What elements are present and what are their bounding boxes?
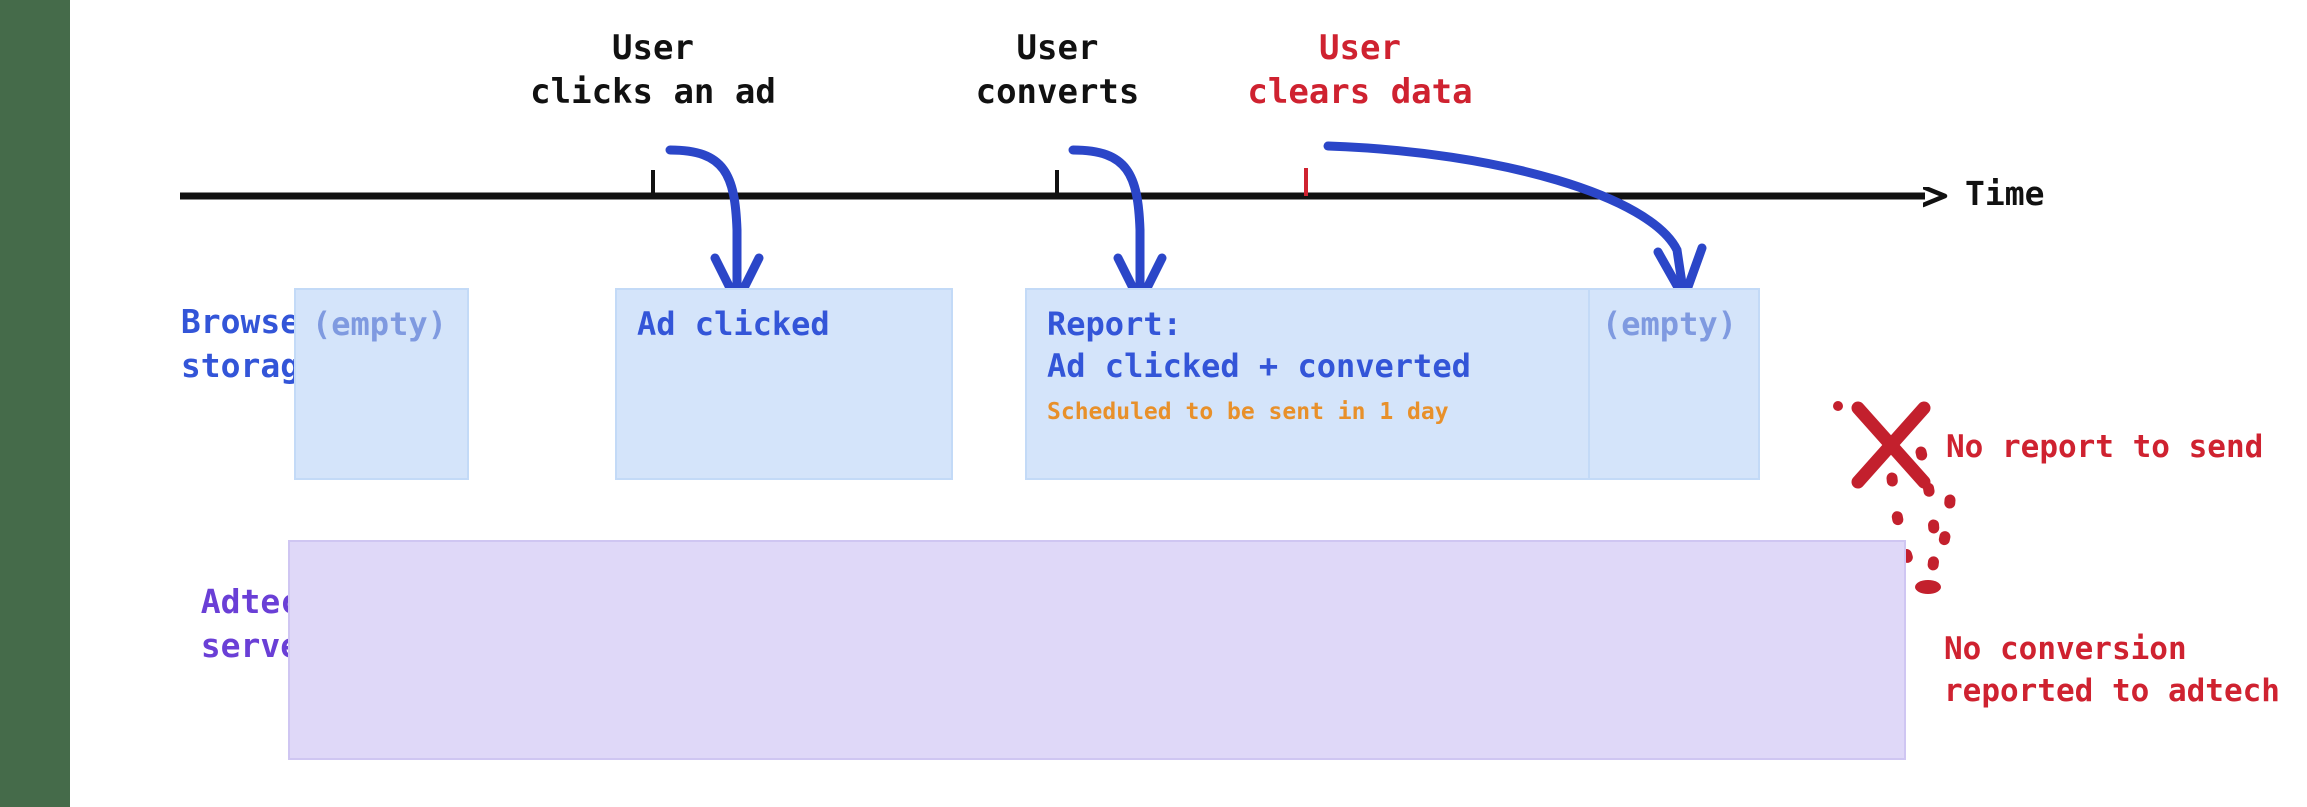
storage-box-report-schedule-note: Scheduled to be sent in 1 day [1047,399,1449,425]
row-label-browser-storage: Browser storage [180,302,320,385]
row-label-adtech-server: Adtech server [200,582,320,665]
arrow-convert-to-storage [1068,145,1145,290]
red-x-dot-left [1833,401,1843,411]
storage-box-report-detail: Ad clicked + converted [1047,347,1471,385]
page-left-margin-band [0,0,70,807]
adtech-server-box [288,540,1906,760]
storage-box-cleared-text: (empty) [1602,305,1737,343]
arrow-click-to-storage [665,145,742,290]
red-x-icon-stroke-2 [1851,401,1931,489]
storage-box-initial: (empty) [294,288,469,480]
event-label-user-converts: User converts [975,28,1140,113]
diagram-vector-layer [180,141,1956,594]
dotted-red-arrow-tip [1915,580,1941,594]
storage-box-report: Report: Ad clicked + converted Scheduled… [1025,288,1595,480]
storage-box-cleared: (empty) [1588,288,1760,480]
event-label-user-clicks-an-ad: User clicks an ad [530,28,776,113]
storage-box-ad-clicked-text: Ad clicked [637,305,830,343]
arrow-clear-to-storage [1323,141,1688,295]
storage-box-ad-clicked: Ad clicked [615,288,953,480]
storage-box-initial-text: (empty) [312,305,447,343]
dotted-red-arrow [1886,446,1956,584]
diagram-content: User clicks an ad User converts User cle… [70,0,2307,807]
event-label-user-clears-data: User clears data [1247,28,1473,113]
axis-label-time: Time [1965,174,2045,213]
annotation-no-conversion-reported: No conversion reported to adtech [1944,631,2280,709]
annotation-no-report-to-send: No report to send [1946,429,2264,465]
storage-box-report-title: Report: [1047,305,1182,343]
